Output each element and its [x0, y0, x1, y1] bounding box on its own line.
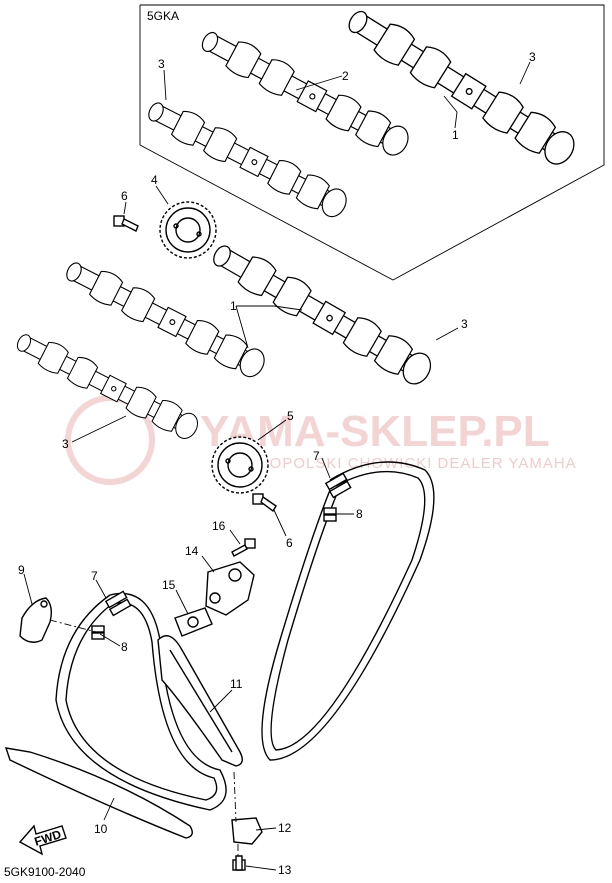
- callout-3-lower-left: 3: [62, 437, 69, 451]
- callout-3-upper-left: 3: [158, 57, 165, 71]
- leader-lines: [23, 61, 531, 871]
- callout-3-upper-right: 3: [529, 50, 536, 64]
- callout-6-lower: 6: [286, 536, 293, 550]
- callout-2: 2: [342, 69, 349, 83]
- callout-8-left: 8: [121, 640, 128, 654]
- callout-5: 5: [287, 409, 294, 423]
- callout-7-left: 7: [91, 569, 98, 583]
- chain-guide-11-edge: [169, 649, 233, 753]
- centerline-bracket: [49, 619, 97, 633]
- cam-chain-tensioner-14: [205, 561, 255, 616]
- bolt-13: [232, 855, 246, 871]
- tensioner-gasket-15: [174, 607, 213, 637]
- callout-15: 15: [162, 578, 176, 592]
- callout-4: 4: [151, 173, 158, 187]
- watermark-subtitle: WIELKOPOLSKI CHOWICKI DEALER YAMAHA: [218, 455, 577, 472]
- drawing-code: 5GK9100-2040: [4, 865, 86, 879]
- bolt-6-lower: [252, 493, 277, 513]
- cam-chain-right-inner: [270, 470, 426, 751]
- cam-chain-left-inner: [65, 602, 218, 801]
- callout-11: 11: [230, 677, 243, 691]
- cam-chain-right: [261, 461, 435, 761]
- cam-sprocket-5: [211, 436, 269, 494]
- callout-7-right: 7: [313, 449, 320, 463]
- guide-bracket-9: [19, 597, 53, 643]
- fwd-arrow-icon: FWD: [18, 824, 67, 856]
- callout-1-lower: 1: [230, 299, 237, 313]
- callout-3-lower-right: 3: [461, 317, 468, 331]
- guide-bracket-9-hole: [40, 600, 48, 608]
- cam-sprocket-4: [159, 201, 217, 259]
- bolt-16: [231, 538, 256, 557]
- chain-link-8-right: [323, 507, 337, 522]
- group-frame: [139, 4, 605, 281]
- callout-13: 13: [278, 863, 292, 877]
- chain-link-7-left: [104, 590, 132, 617]
- chain-guide-10: [4, 747, 193, 839]
- callout-6-upper: 6: [121, 189, 128, 203]
- callout-12: 12: [278, 821, 292, 835]
- callout-1-upper: 1: [452, 128, 459, 142]
- chain-stopper-12: [231, 817, 263, 845]
- callout-14: 14: [185, 544, 199, 558]
- callouts: 1 1 2 3 3 3 3 4 5 6 6 7 7 8 8 9 10 11 12…: [18, 50, 536, 877]
- chain-link-7-right: [324, 472, 352, 499]
- fwd-label: FWD: [33, 827, 64, 849]
- group-label: 5GKA: [147, 9, 179, 23]
- bolt-6-upper: [113, 215, 139, 232]
- callout-9: 9: [18, 563, 25, 577]
- callout-16: 16: [212, 519, 226, 533]
- callout-8-right: 8: [356, 507, 363, 521]
- callout-10: 10: [94, 822, 108, 836]
- chain-link-8-left: [91, 625, 105, 640]
- camshaft-lower-left: [11, 326, 203, 444]
- centerline-stopper: [233, 771, 237, 823]
